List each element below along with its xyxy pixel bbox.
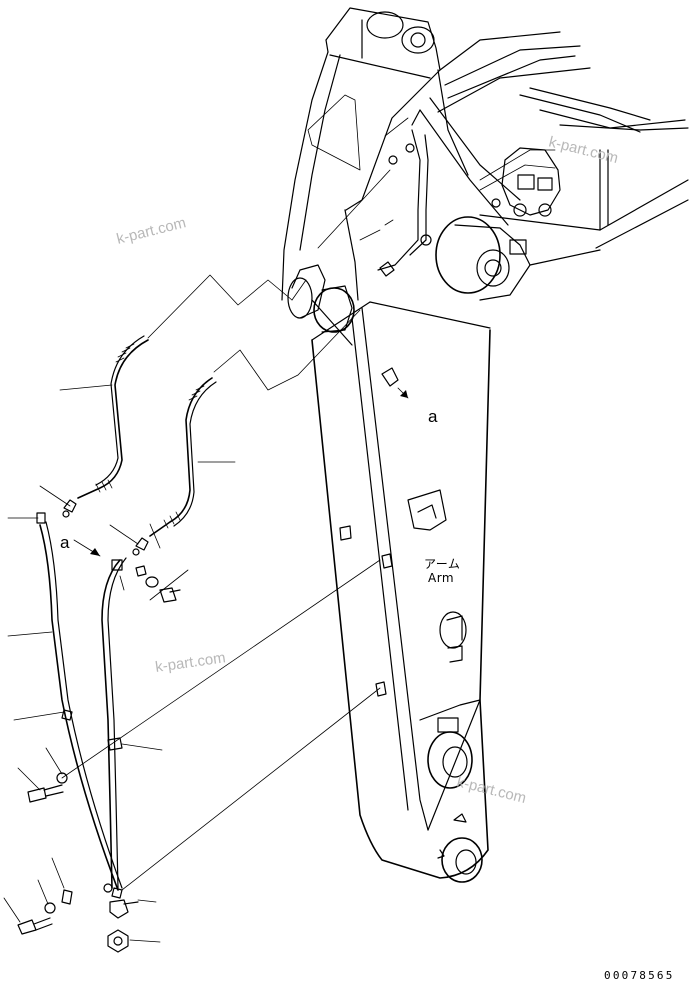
hose-line-right [101,377,217,893]
fasteners [17,565,181,953]
arm-structure [311,301,491,883]
arm-label-jp: アーム [424,557,460,571]
watermark: k-part.com [547,133,620,167]
watermark: k-part.com [455,773,528,807]
drawing-number: 00078565 [604,969,675,982]
detail-arrows [73,387,409,557]
boom-structure [281,7,689,346]
watermark: k-part.com [154,649,227,676]
detail-label-right: a [428,407,438,426]
detail-label-left: a [60,533,70,552]
break-lines [147,274,361,391]
leader-lines [3,117,409,943]
watermark: k-part.com [115,214,188,248]
arm-label-en: Arm [428,571,454,585]
hose-line-left [36,335,149,899]
